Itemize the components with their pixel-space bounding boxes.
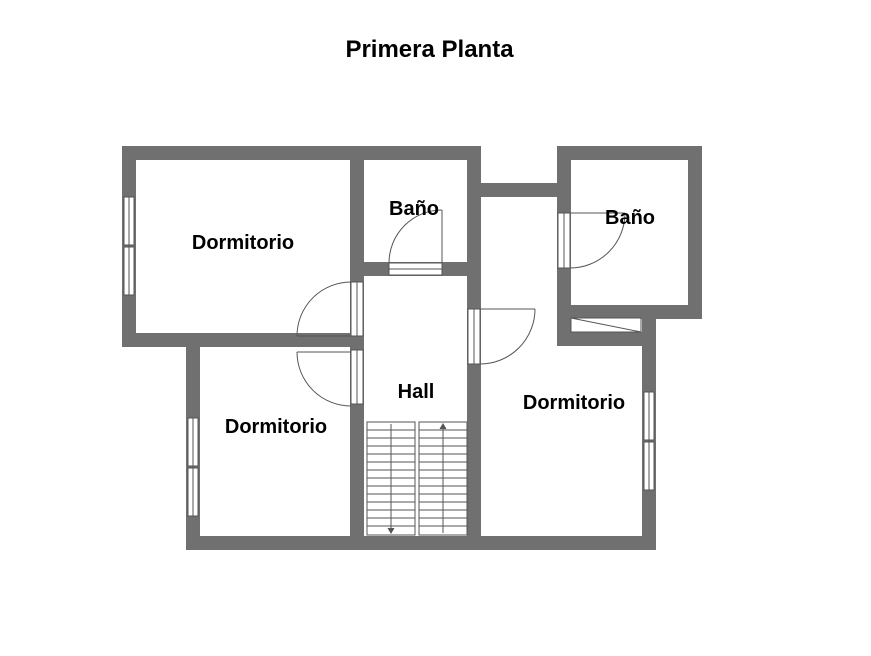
wall-right-dorm-top	[557, 332, 656, 346]
window-left-bottom	[187, 417, 199, 517]
wall-mid-horizontal-left	[122, 333, 364, 347]
room-labels: Dormitorio Baño Baño Hall Dormitorio Dor…	[192, 198, 655, 438]
window-bano-right-bottom	[570, 317, 642, 333]
door-dormitorio-1	[296, 281, 364, 337]
window-right	[643, 391, 655, 491]
walls	[122, 146, 702, 550]
room-label-hall: Hall	[398, 381, 435, 403]
room-label-bano-2: Baño	[605, 207, 655, 229]
wall-partition-1	[350, 146, 364, 550]
page-title: Primera Planta	[345, 36, 514, 63]
window-left-top	[123, 196, 135, 296]
wall-bano-right-top	[557, 146, 702, 160]
door-dormitorio-3	[467, 308, 536, 365]
stair-arrow-down-head	[387, 527, 395, 534]
wall-connector	[467, 183, 571, 197]
windows	[123, 196, 655, 517]
doors	[296, 209, 626, 407]
door-bano-1	[388, 209, 443, 276]
room-label-dormitorio-3: Dormitorio	[225, 416, 327, 438]
wall-bano-right-right	[688, 146, 702, 319]
room-label-dormitorio-2: Dormitorio	[523, 392, 625, 414]
room-label-dormitorio-1: Dormitorio	[192, 232, 294, 254]
room-label-bano-1: Baño	[389, 198, 439, 220]
wall-bottom	[186, 536, 656, 550]
stair-arrow-up-head	[439, 423, 447, 430]
door-dormitorio-2	[296, 349, 364, 407]
wall-top-left	[122, 146, 481, 160]
door-bano-2	[557, 212, 626, 269]
wall-bano-right-bottom	[557, 305, 702, 319]
staircase	[366, 421, 468, 536]
